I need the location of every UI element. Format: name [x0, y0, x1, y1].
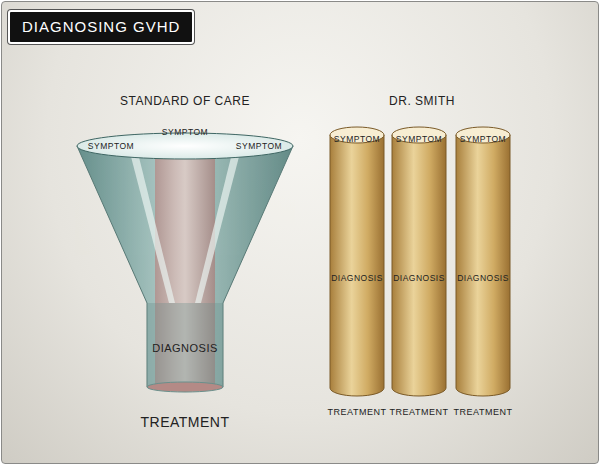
node-text: TREATMENT — [390, 408, 449, 417]
cylinder-body — [330, 135, 384, 396]
symptom-streak — [195, 149, 241, 303]
node-text: DIAGNOSIS — [331, 274, 383, 283]
node-text: SYMPTOM — [88, 142, 134, 151]
cylinder-body — [456, 135, 510, 396]
title-box: DIAGNOSING GVHD — [8, 10, 194, 44]
node-text: SYMPTOM — [162, 128, 208, 137]
node-text: TREATMENT — [328, 408, 387, 417]
diagram-title: DIAGNOSING GVHD — [10, 12, 192, 42]
node-text: TREATMENT — [454, 408, 513, 417]
node-text: SYMPTOM — [236, 142, 282, 151]
funnel-neck — [147, 303, 223, 387]
funnel-rim — [77, 133, 293, 159]
cylinder-body — [392, 135, 446, 396]
cylinder-top — [392, 127, 446, 143]
node-text: DIAGNOSIS — [152, 343, 218, 354]
node-text: TREATMENT — [140, 415, 229, 429]
funnel-bottom — [147, 382, 223, 392]
funnel-body — [77, 146, 293, 387]
node-text: SYMPTOM — [396, 135, 442, 144]
node-text: SYMPTOM — [334, 135, 380, 144]
cylinder-shape: SYMPTOM DIAGNOSIS TREATMENT — [391, 126, 447, 426]
cylinder-top — [456, 127, 510, 143]
funnel-shape: STANDARD OF CARE SYMPTOM SYMPTOM SYMPTOM DIA… — [71, 91, 301, 436]
column-heading: DR. SMITH — [389, 95, 455, 107]
cylinder-shape: SYMPTOM DIAGNOSIS TREATMENT — [455, 126, 511, 426]
node-text: DIAGNOSIS — [457, 274, 509, 283]
symptom-streak — [129, 149, 175, 303]
cylinder-top — [330, 127, 384, 143]
node-text: DIAGNOSIS — [393, 274, 445, 283]
cylinder-shape: SYMPTOM DIAGNOSIS TREATMENT — [329, 126, 385, 426]
node-text: SYMPTOM — [460, 135, 506, 144]
node-text: STANDARD OF CARE — [120, 95, 250, 107]
